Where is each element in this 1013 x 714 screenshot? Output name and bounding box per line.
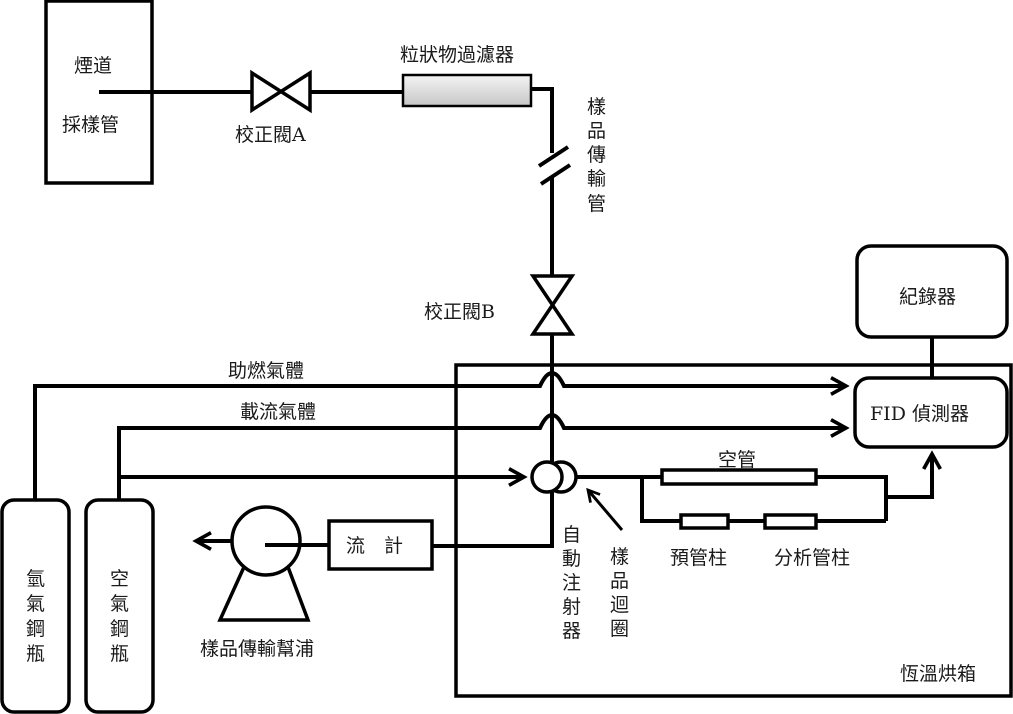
- svg-text:動: 動: [562, 548, 581, 570]
- transfer-line-label: 樣 品 傳 輸 管: [587, 96, 606, 215]
- svg-text:瓶: 瓶: [110, 643, 129, 665]
- svg-text:注: 注: [562, 572, 581, 594]
- svg-text:品: 品: [587, 120, 606, 142]
- air-cylinder-label: 空 氣 鋼 瓶: [110, 568, 129, 665]
- combustion-gas-line: [33, 371, 846, 500]
- probe-label: 採樣管: [62, 114, 119, 136]
- valve-b-label: 校正閥B: [424, 301, 495, 323]
- analysis-column-label: 分析管柱: [774, 547, 850, 569]
- empty-tube-label: 空管: [718, 449, 756, 471]
- transfer-line-upper: [531, 87, 554, 153]
- carrier-gas-line: [117, 413, 846, 500]
- sample-loop-label: 樣 品 迴 圈: [610, 546, 629, 640]
- valve-a-icon: [250, 69, 312, 114]
- auto-injector-label: 自 動 注 射 器: [562, 524, 581, 642]
- svg-text:氣: 氣: [26, 593, 45, 615]
- fid-detector-label: FID 偵測器: [870, 403, 969, 425]
- svg-text:空: 空: [110, 568, 129, 590]
- recorder-label: 紀錄器: [899, 286, 956, 308]
- svg-text:氫: 氫: [26, 568, 45, 590]
- pump-label: 樣品傳輸幫浦: [200, 638, 314, 660]
- svg-text:樣: 樣: [610, 546, 629, 568]
- transfer-break-mark-1: [537, 145, 570, 168]
- pre-column: [679, 513, 730, 530]
- hydrogen-cylinder: [0, 498, 71, 714]
- svg-text:鋼: 鋼: [26, 618, 45, 640]
- svg-text:器: 器: [562, 620, 581, 642]
- air-cylinder: [84, 498, 155, 714]
- svg-text:傳: 傳: [587, 144, 606, 166]
- svg-text:鋼: 鋼: [110, 618, 129, 640]
- empty-tube: [660, 468, 818, 486]
- sample-pump: [217, 505, 311, 622]
- svg-text:射: 射: [562, 596, 581, 618]
- hydrogen-cylinder-label: 氫 氣 鋼 瓶: [26, 568, 45, 665]
- svg-text:管: 管: [587, 193, 606, 215]
- svg-text:樣: 樣: [587, 96, 606, 118]
- columns-to-detector-line: [886, 454, 932, 499]
- svg-text:瓶: 瓶: [26, 643, 45, 665]
- filter-label: 粒狀物過濾器: [400, 44, 514, 66]
- pump-base: [217, 566, 311, 622]
- oven-enclosure: [454, 363, 1013, 698]
- flowmeter-label: 流 計: [346, 535, 403, 557]
- sample-loop-pointer: [588, 490, 624, 531]
- pre-column-label: 預管柱: [670, 547, 727, 569]
- svg-text:氣: 氣: [110, 593, 129, 615]
- auto-injector-icon: [530, 460, 564, 494]
- valve-a: [250, 69, 312, 114]
- flue-label: 煙道: [74, 55, 112, 77]
- svg-text:迴: 迴: [610, 594, 629, 616]
- combustion-gas-label: 助燃氣體: [228, 360, 304, 382]
- svg-text:自: 自: [562, 524, 581, 546]
- svg-text:圈: 圈: [610, 618, 629, 640]
- svg-text:輸: 輸: [587, 168, 606, 190]
- svg-text:品: 品: [610, 570, 629, 592]
- oven-label: 恆溫烘箱: [900, 663, 976, 685]
- particulate-filter: [401, 73, 533, 108]
- valve-a-label: 校正閥A: [235, 124, 306, 146]
- upper-branch-outlet: [816, 475, 888, 521]
- lower-branch-inlet: [640, 477, 681, 523]
- carrier-gas-label: 載流氣體: [240, 401, 316, 423]
- transfer-break-mark-2: [539, 163, 572, 186]
- fid-detector-box: [853, 376, 1009, 449]
- valve-b-icon: [529, 274, 576, 336]
- injector-to-flowmeter-line: [432, 492, 554, 548]
- pump-icon: [230, 505, 302, 577]
- analysis-column: [763, 513, 818, 530]
